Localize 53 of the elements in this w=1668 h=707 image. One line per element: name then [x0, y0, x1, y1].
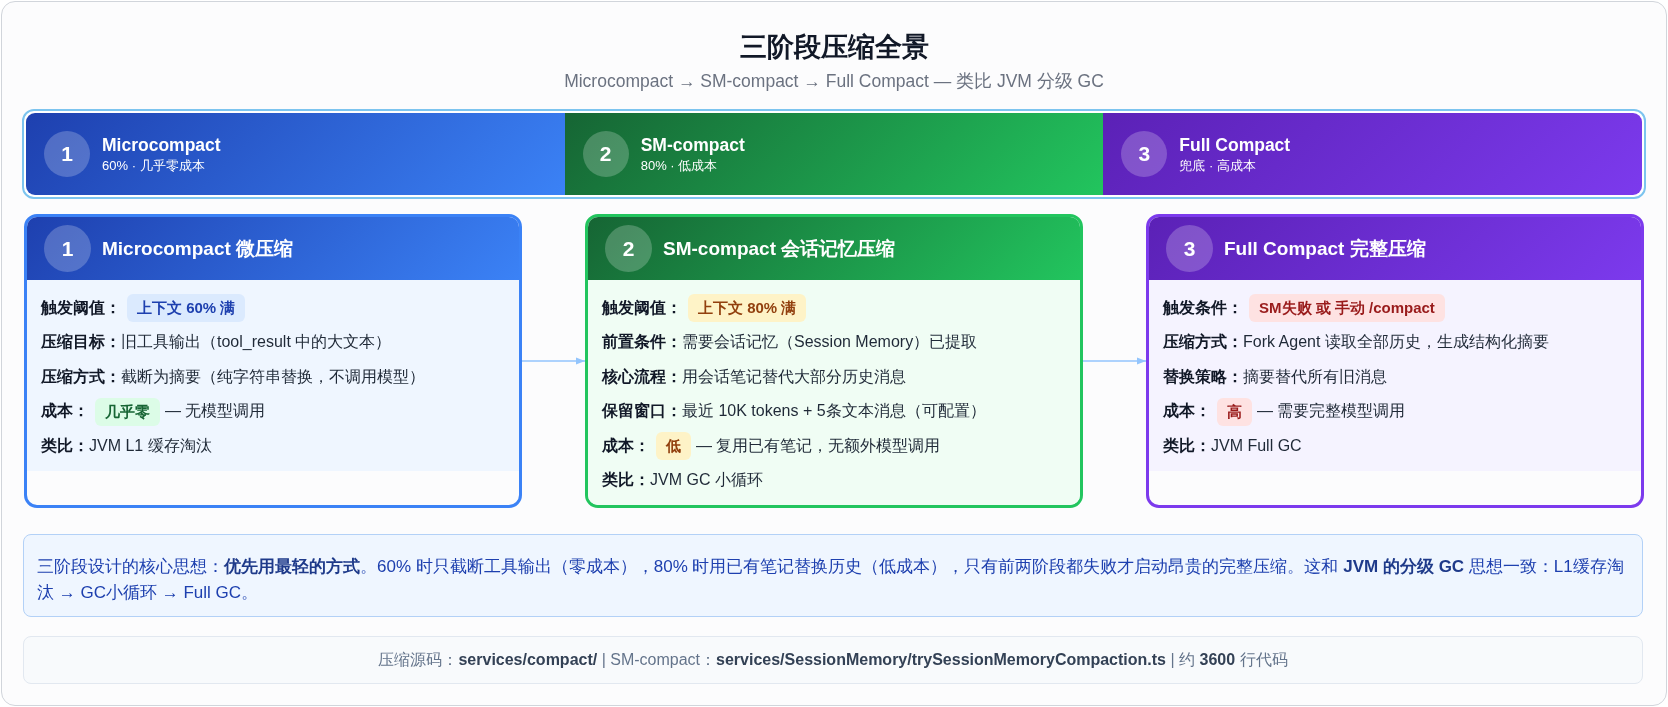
summary-note: 三阶段设计的核心思想：优先用最轻的方式。60% 时只截断工具输出（零成本），80% 时用已有笔记替换历史（低成本），只有前两阶段都失败才启动昂贵的完整压缩。这和 JVM 的分级 GC 思想一致：L1缓存淘汰 → GC小循环 → Full GC。 [23, 534, 1643, 617]
step-number: 2 [582, 131, 629, 177]
arrow [1082, 357, 1147, 365]
info-line: 压缩方式：Fork Agent 读取全部历史，生成结构化摘要 [1163, 332, 1549, 353]
field-label: 成本： [41, 401, 89, 422]
highlight-tag: 高 [1217, 397, 1252, 426]
arrow [521, 357, 586, 365]
stage-segment [1103, 113, 1642, 195]
card-title: Microcompact 微压缩 [102, 236, 294, 261]
highlight-tag: 上下文 80% 满 [688, 294, 807, 323]
stage-card [1146, 214, 1644, 508]
stage-banner [22, 109, 1646, 199]
highlight-tag: 上下文 60% 满 [127, 294, 246, 323]
card-title: Full Compact 完整压缩 [1224, 236, 1426, 261]
field-label: 触发条件： [1163, 297, 1243, 318]
step-number: 3 [1121, 131, 1168, 177]
segment-subtitle: 60% · 几乎零成本 [102, 156, 205, 174]
field-label: 触发阈值： [41, 297, 121, 318]
info-line: 类比：JVM Full GC [1163, 435, 1302, 456]
info-line: 替换策略：摘要替代所有旧消息 [1163, 366, 1387, 387]
step-number: 1 [44, 131, 90, 177]
stage-card [24, 214, 522, 508]
source-footer: 压缩源码：services/compact/ | SM-compact：services/SessionMemory/trySessionMemoryCompaction.ts | 约 3600 行代码 [23, 636, 1643, 684]
info-line: 前置条件：需要会话记忆（Session Memory）已提取 [602, 332, 978, 353]
segment-title: Full Compact [1179, 134, 1291, 156]
segment-subtitle: 80% · 低成本 [640, 156, 718, 174]
highlight-tag: SM失败 或 手动 /compact [1249, 294, 1445, 323]
segment-subtitle: 兜底 · 高成本 [1179, 156, 1256, 174]
info-line: 类比：JVM L1 缓存淘汰 [41, 435, 212, 456]
segment-title: SM-compact [640, 134, 745, 156]
info-line: 类比：JVM GC 小循环 [602, 470, 763, 491]
field-label: 成本： [1163, 401, 1211, 422]
highlight-tag: 几乎零 [95, 397, 160, 426]
stage-segment [564, 113, 1104, 195]
step-number: 3 [1166, 225, 1213, 272]
field-label: 成本： [602, 435, 650, 456]
diagram-title: 三阶段压缩全景 [739, 31, 929, 64]
card-title: SM-compact 会话记忆压缩 [663, 236, 896, 261]
subtitle: Microcompact → SM-compact → Full Compact — 类比 JVM 分级 GC [564, 71, 1104, 92]
stage-segment [26, 113, 565, 195]
info-line: 压缩方式：截断为摘要（纯字符串替换，不调用模型） [41, 366, 425, 387]
segment-title: Microcompact [102, 134, 221, 156]
step-number: 1 [44, 225, 91, 272]
info-line: — 需要完整模型调用 [1257, 401, 1406, 422]
info-line: 压缩目标：旧工具输出（tool_result 中的大文本） [41, 332, 392, 353]
info-line: 保留窗口：最近 10K tokens + 5条文本消息（可配置） [602, 401, 986, 422]
stage-card [585, 214, 1083, 508]
info-line: — 复用已有笔记，无额外模型调用 [696, 435, 941, 456]
highlight-tag: 低 [656, 432, 691, 461]
info-line: — 无模型调用 [165, 401, 266, 422]
field-label: 触发阈值： [602, 297, 682, 318]
step-number: 2 [605, 225, 652, 272]
info-line: 核心流程：用会话笔记替代大部分历史消息 [602, 366, 906, 387]
